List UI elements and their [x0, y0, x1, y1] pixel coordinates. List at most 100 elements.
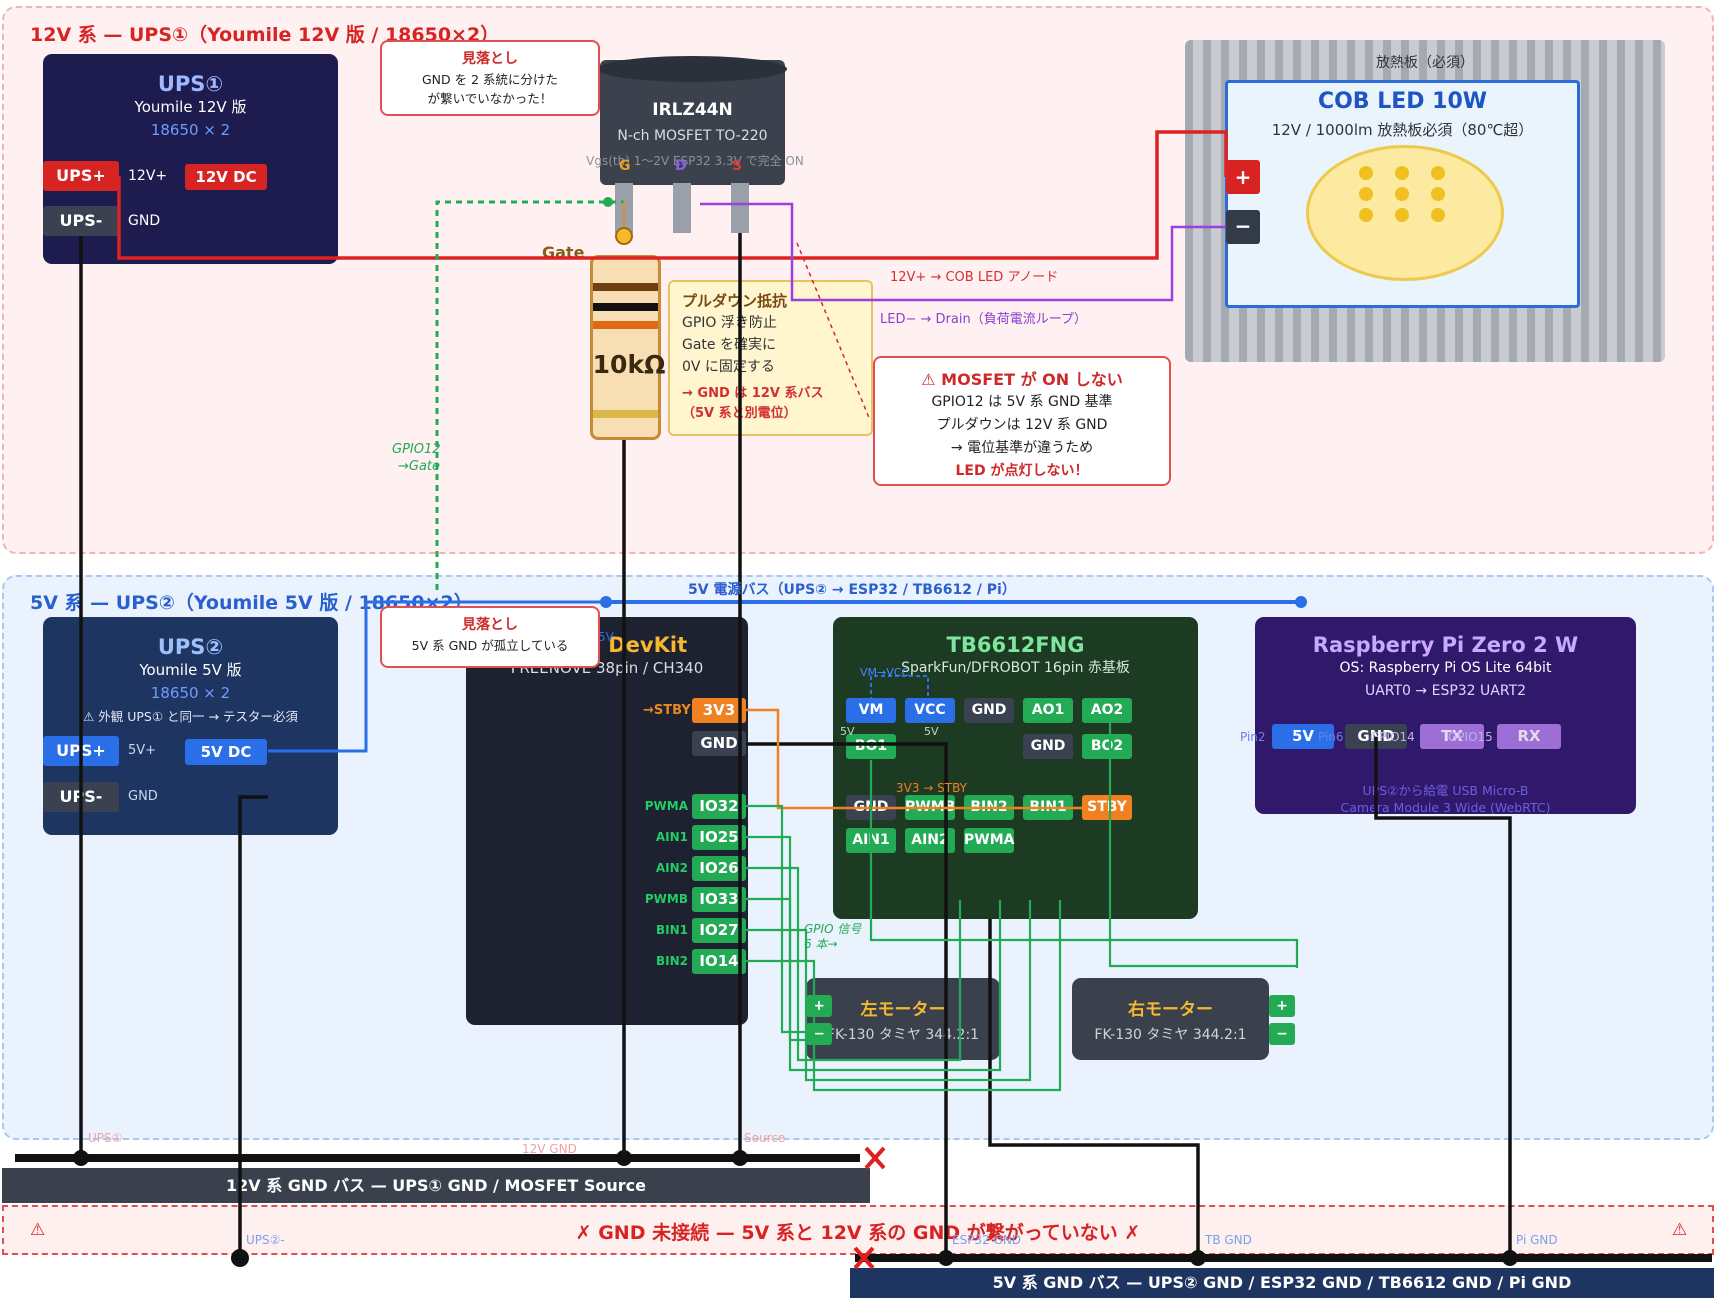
mosfet-type: N-ch MOSFET TO-220	[617, 128, 768, 144]
led-minus-pin[interactable]: −	[1226, 210, 1260, 244]
pi-card: Raspberry Pi Zero 2 W OS: Raspberry Pi O…	[1255, 617, 1636, 814]
tb6612-pin-gnd[interactable]: GND	[964, 698, 1014, 723]
warn-l3: → 電位基準が違うため	[950, 440, 1094, 456]
label-gate: →Gate	[398, 459, 441, 474]
tb6612-subtitle: SparkFun/DFROBOT 16pin 赤基板	[901, 660, 1130, 676]
tb6612-pin-pwma[interactable]: PWMA	[964, 828, 1014, 853]
label-gpio-signal: GPIO 信号	[804, 922, 862, 936]
label-led-anode: 12V+ → COB LED アノード	[890, 270, 1059, 285]
miss-note-1-l1: GND を 2 系統に分けた	[421, 72, 559, 87]
zone-5v-title: 5V 系 — UPS②（Youmile 5V 版 / 18650×2）	[30, 592, 473, 614]
gnd-bus-12v: 12V 系 GND バス — UPS① GND / MOSFET Source	[2, 1168, 870, 1203]
esp32-gpio-pin[interactable]: IO27	[692, 918, 746, 943]
mosfet-leg-d	[673, 183, 691, 233]
pi-tx-pin[interactable]: TX	[1420, 724, 1484, 749]
ups1-cells: 18650 × 2	[150, 121, 231, 139]
mosfet-pin-g: G	[619, 158, 631, 174]
right-motor-title: 右モーター	[1128, 1000, 1213, 1020]
esp32-gpio-label: AIN1	[655, 830, 688, 844]
left-motor-plus[interactable]: +	[806, 995, 832, 1017]
label-stby: 3V3 → STBY	[896, 781, 968, 795]
label-tb-gnd-tap: TB GND	[1205, 1233, 1252, 1247]
warn-l1: GPIO12 は 5V 系 GND 基準	[931, 394, 1113, 410]
label-six: 6 本→	[804, 937, 838, 951]
miss-note-1-title: 見落とし	[462, 51, 518, 67]
label-gpio12: GPIO12	[392, 442, 441, 457]
tb6612-pin-ao2[interactable]: AO2	[1082, 698, 1132, 723]
label-ups2-tap: UPS②-	[246, 1233, 285, 1247]
miss-note-2-title: 見落とし	[462, 617, 518, 633]
warn-title: ⚠ MOSFET が ON しない	[921, 370, 1123, 389]
zone-12v-title: 12V 系 — UPS①（Youmile 12V 版 / 18650×2）	[30, 24, 500, 46]
ups2-minus-label: GND	[128, 789, 158, 804]
tb6612-pin-bo1[interactable]: BO1	[846, 734, 896, 759]
mosfet-tab	[598, 56, 787, 82]
mosfet-vgs: Vgs(th) 1〜2V ESP32 3.3V で完全 ON	[586, 154, 804, 168]
label-esp-gnd-tap: ESP32 GND	[952, 1233, 1022, 1247]
esp32-gpio-pin[interactable]: IO26	[692, 856, 746, 881]
pulldown-l1: GPIO 浮き防止	[682, 315, 777, 331]
mosfet-name: IRLZ44N	[652, 100, 733, 120]
esp32-gpio-pin[interactable]: IO25	[692, 825, 746, 850]
tb6612-pin-vm[interactable]: VM	[846, 698, 896, 723]
pi-camera: Camera Module 3 Wide (WebRTC)	[1340, 800, 1551, 815]
miss-note-2-l1: 5V 系 GND が孤立している	[411, 638, 569, 653]
ups2-cells: 18650 × 2	[150, 684, 231, 702]
warn-l4: LED が点灯しない！	[955, 463, 1089, 479]
ups1-minus-pin[interactable]: UPS-	[43, 206, 119, 236]
pulldown-l4: → GND は 12V 系バス	[682, 386, 824, 401]
miss-note-2: 見落とし 5V 系 GND が孤立している	[380, 606, 600, 668]
ups2-card: UPS② Youmile 5V 版 18650 × 2 ⚠ 外観 UPS① と同…	[43, 617, 338, 835]
gnd-warning-text: ✗ GND 未接続 — 5V 系と 12V 系の GND が繋がっていない ✗	[575, 1222, 1141, 1244]
ups1-badge: 12V DC	[185, 164, 267, 190]
mosfet-pin-s: S	[732, 158, 743, 174]
label-vcc-5v: 5V	[924, 725, 939, 738]
esp32-gpio-pin[interactable]: IO32	[692, 794, 746, 819]
warn-l2: プルダウンは 12V 系 GND	[936, 417, 1108, 433]
right-motor-plus[interactable]: +	[1269, 995, 1295, 1017]
label-led-drain: LED− → Drain（負荷電流ループ）	[880, 312, 1087, 327]
tb6612-pin-ao1[interactable]: AO1	[1023, 698, 1073, 723]
esp32-gpio-pin[interactable]: IO14	[692, 949, 746, 974]
pi-title: Raspberry Pi Zero 2 W	[1312, 633, 1579, 657]
label-ups1-tap: UPS①-	[88, 1131, 127, 1145]
pulldown-title: プルダウン抵抗	[682, 292, 788, 310]
pi-pin2-label: Pin2	[1240, 730, 1266, 744]
pi-gpio15-label: GPIO15	[1448, 730, 1493, 744]
tb6612-pin-vcc[interactable]: VCC	[905, 698, 955, 723]
ups2-warn: ⚠ 外観 UPS① と同一 → テスター必須	[83, 709, 298, 724]
tb6612-pin-bo2[interactable]: BO2	[1082, 734, 1132, 759]
label-pi-gnd-tap: Pi GND	[1516, 1233, 1558, 1247]
left-motor: 左モーター FK-130 タミヤ 344.2:1	[806, 978, 1000, 1060]
pi-rx-pin[interactable]: RX	[1497, 724, 1561, 749]
left-motor-sub: FK-130 タミヤ 344.2:1	[826, 1027, 980, 1043]
miss-note-1-l2: が繋いでいなかった！	[427, 91, 553, 106]
pulldown-note: プルダウン抵抗 GPIO 浮き防止 Gate を確実に 0V に固定する → G…	[668, 280, 873, 436]
pi-5v-pin[interactable]: 5V	[1272, 724, 1334, 749]
pi-uart: UART0 → ESP32 UART2	[1364, 683, 1527, 699]
ups1-minus-label: GND	[128, 213, 161, 229]
esp32-3v3-pin[interactable]: 3V3	[692, 698, 746, 723]
tb6612-pin-gnd[interactable]: GND	[1023, 734, 1073, 759]
esp32-3v3-label: →STBY	[643, 703, 691, 718]
tb6612-card: TB6612FNG SparkFun/DFROBOT 16pin 赤基板	[833, 617, 1198, 919]
pulldown-l2: Gate を確実に	[682, 337, 776, 353]
mosfet-pin-d: D	[675, 158, 687, 174]
ups1-model: Youmile 12V 版	[134, 98, 247, 116]
ups2-title: UPS②	[157, 635, 224, 659]
led-plus-pin[interactable]: +	[1226, 160, 1260, 194]
ups1-plus-label: 12V+	[128, 168, 168, 184]
heatsink-label: 放熱板（必須）	[1376, 55, 1474, 71]
ups1-plus-pin[interactable]: UPS+	[43, 161, 119, 191]
ups2-model: Youmile 5V 版	[139, 661, 242, 679]
right-motor-minus[interactable]: −	[1269, 1023, 1295, 1045]
esp32-gnd-pin[interactable]: GND	[692, 731, 746, 756]
esp32-gpio-label: PWMA	[644, 799, 688, 813]
left-motor-title: 左モーター	[860, 1000, 946, 1020]
tb6612-pin-stby[interactable]: STBY	[1082, 795, 1132, 820]
left-motor-minus[interactable]: −	[806, 1023, 832, 1045]
mosfet-warning-note: ⚠ MOSFET が ON しない GPIO12 は 5V 系 GND 基準 プ…	[873, 356, 1171, 486]
pi-os: OS: Raspberry Pi OS Lite 64bit	[1339, 660, 1552, 676]
esp32-gpio-pin[interactable]: IO33	[692, 887, 746, 912]
